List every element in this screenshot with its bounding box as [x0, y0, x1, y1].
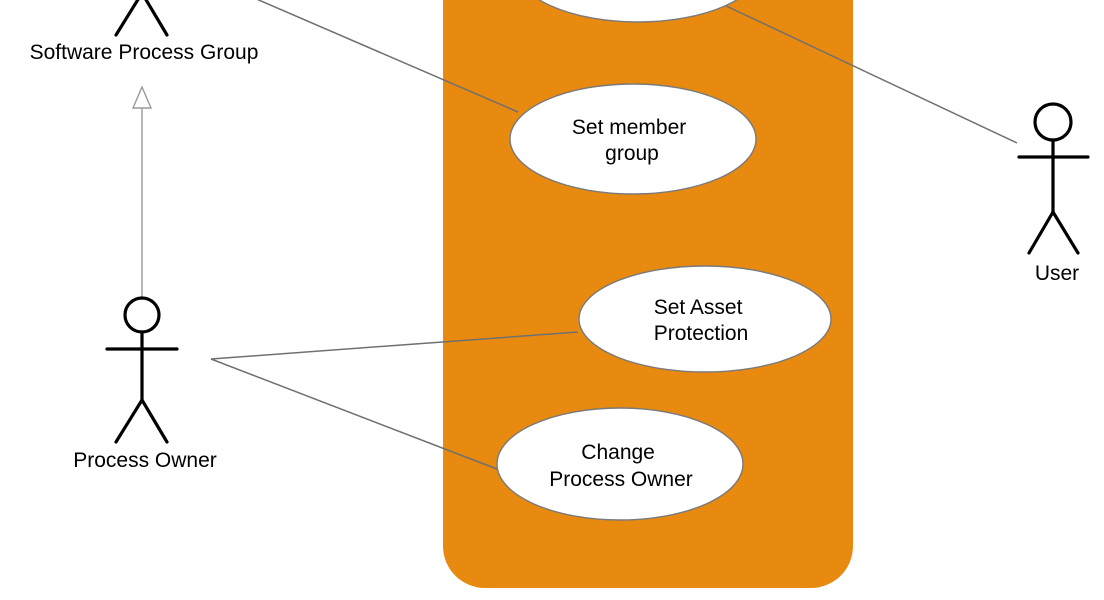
actor-left-leg: [114, 398, 144, 444]
actor-right-leg: [1051, 210, 1080, 255]
actor-process-owner: [105, 296, 179, 444]
actor-label-process-owner: Process Owner: [73, 449, 217, 472]
actor-left-leg: [114, 0, 140, 37]
use-case-set-member-group: [509, 83, 757, 195]
actor-label-user: User: [1035, 262, 1079, 285]
association-lines: [210, 0, 1018, 470]
use-case-set-asset-protection: [578, 265, 832, 373]
association-spg-to-set-member-group: [256, 0, 519, 113]
actor-left-leg: [1027, 210, 1055, 255]
use-case-change-process-owner: [496, 407, 744, 521]
use-case-label-set-member-group: Set member group: [572, 116, 692, 165]
use-case-label-set-asset-protection: Set Asset Protection: [654, 296, 749, 345]
actor-head: [123, 296, 161, 334]
generalization-process-owner-to-spg: [131, 85, 153, 297]
use-case-top-partial: [538, 0, 738, 23]
actor-software-process-group: [114, 0, 169, 37]
actor-right-leg: [144, 0, 169, 37]
actor-head: [1033, 102, 1073, 142]
association-process-owner-to-change-process-owner: [210, 358, 498, 470]
generalization-arrowhead: [131, 85, 153, 109]
association-process-owner-to-set-asset-protection: [210, 331, 579, 360]
actor-right-leg: [140, 398, 169, 444]
association-top-usecase-to-user: [721, 3, 1018, 144]
actor-label-software-process-group: Software Process Group: [30, 41, 259, 64]
actor-user: [1017, 102, 1090, 255]
use-case-ellipses: [496, 0, 832, 521]
use-case-label-change-process-owner: Change Process Owner: [549, 441, 693, 491]
